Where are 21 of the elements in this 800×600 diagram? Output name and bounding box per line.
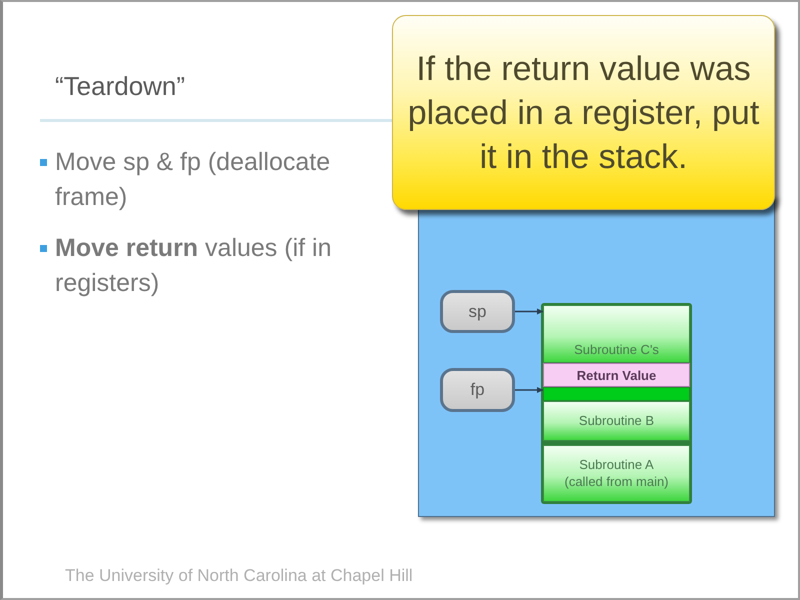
register-label: fp xyxy=(470,380,485,400)
return-value-block xyxy=(543,363,690,387)
stack-frame-block xyxy=(543,401,690,441)
register-label: sp xyxy=(468,302,486,322)
register-box xyxy=(440,368,515,412)
bullet-text: Move sp & fp (deallocate frame) xyxy=(55,147,332,213)
footer-text: The University of North Carolina at Chapel Hill xyxy=(65,566,413,586)
stack-frame-label: Subroutine B xyxy=(578,412,654,428)
register-box xyxy=(440,290,515,333)
callout-text: If the return value was placed in a register, put it in the stack. xyxy=(406,48,760,178)
stack-frame-label: Return Value xyxy=(576,368,656,382)
stack-frame-label: Subroutine A (called from main) xyxy=(563,456,670,490)
stack-frame-block xyxy=(543,445,690,502)
stack-frame-label: Subroutine C's xyxy=(574,341,659,358)
stack-bar xyxy=(543,387,690,401)
stack-frame-block xyxy=(543,305,690,363)
connector-arrow xyxy=(515,387,544,393)
slide-title: “Teardown” xyxy=(55,71,186,102)
bullet-text: Move return values (if in registers) xyxy=(55,233,332,299)
connector-arrow xyxy=(515,308,544,314)
callout-box xyxy=(392,15,775,210)
